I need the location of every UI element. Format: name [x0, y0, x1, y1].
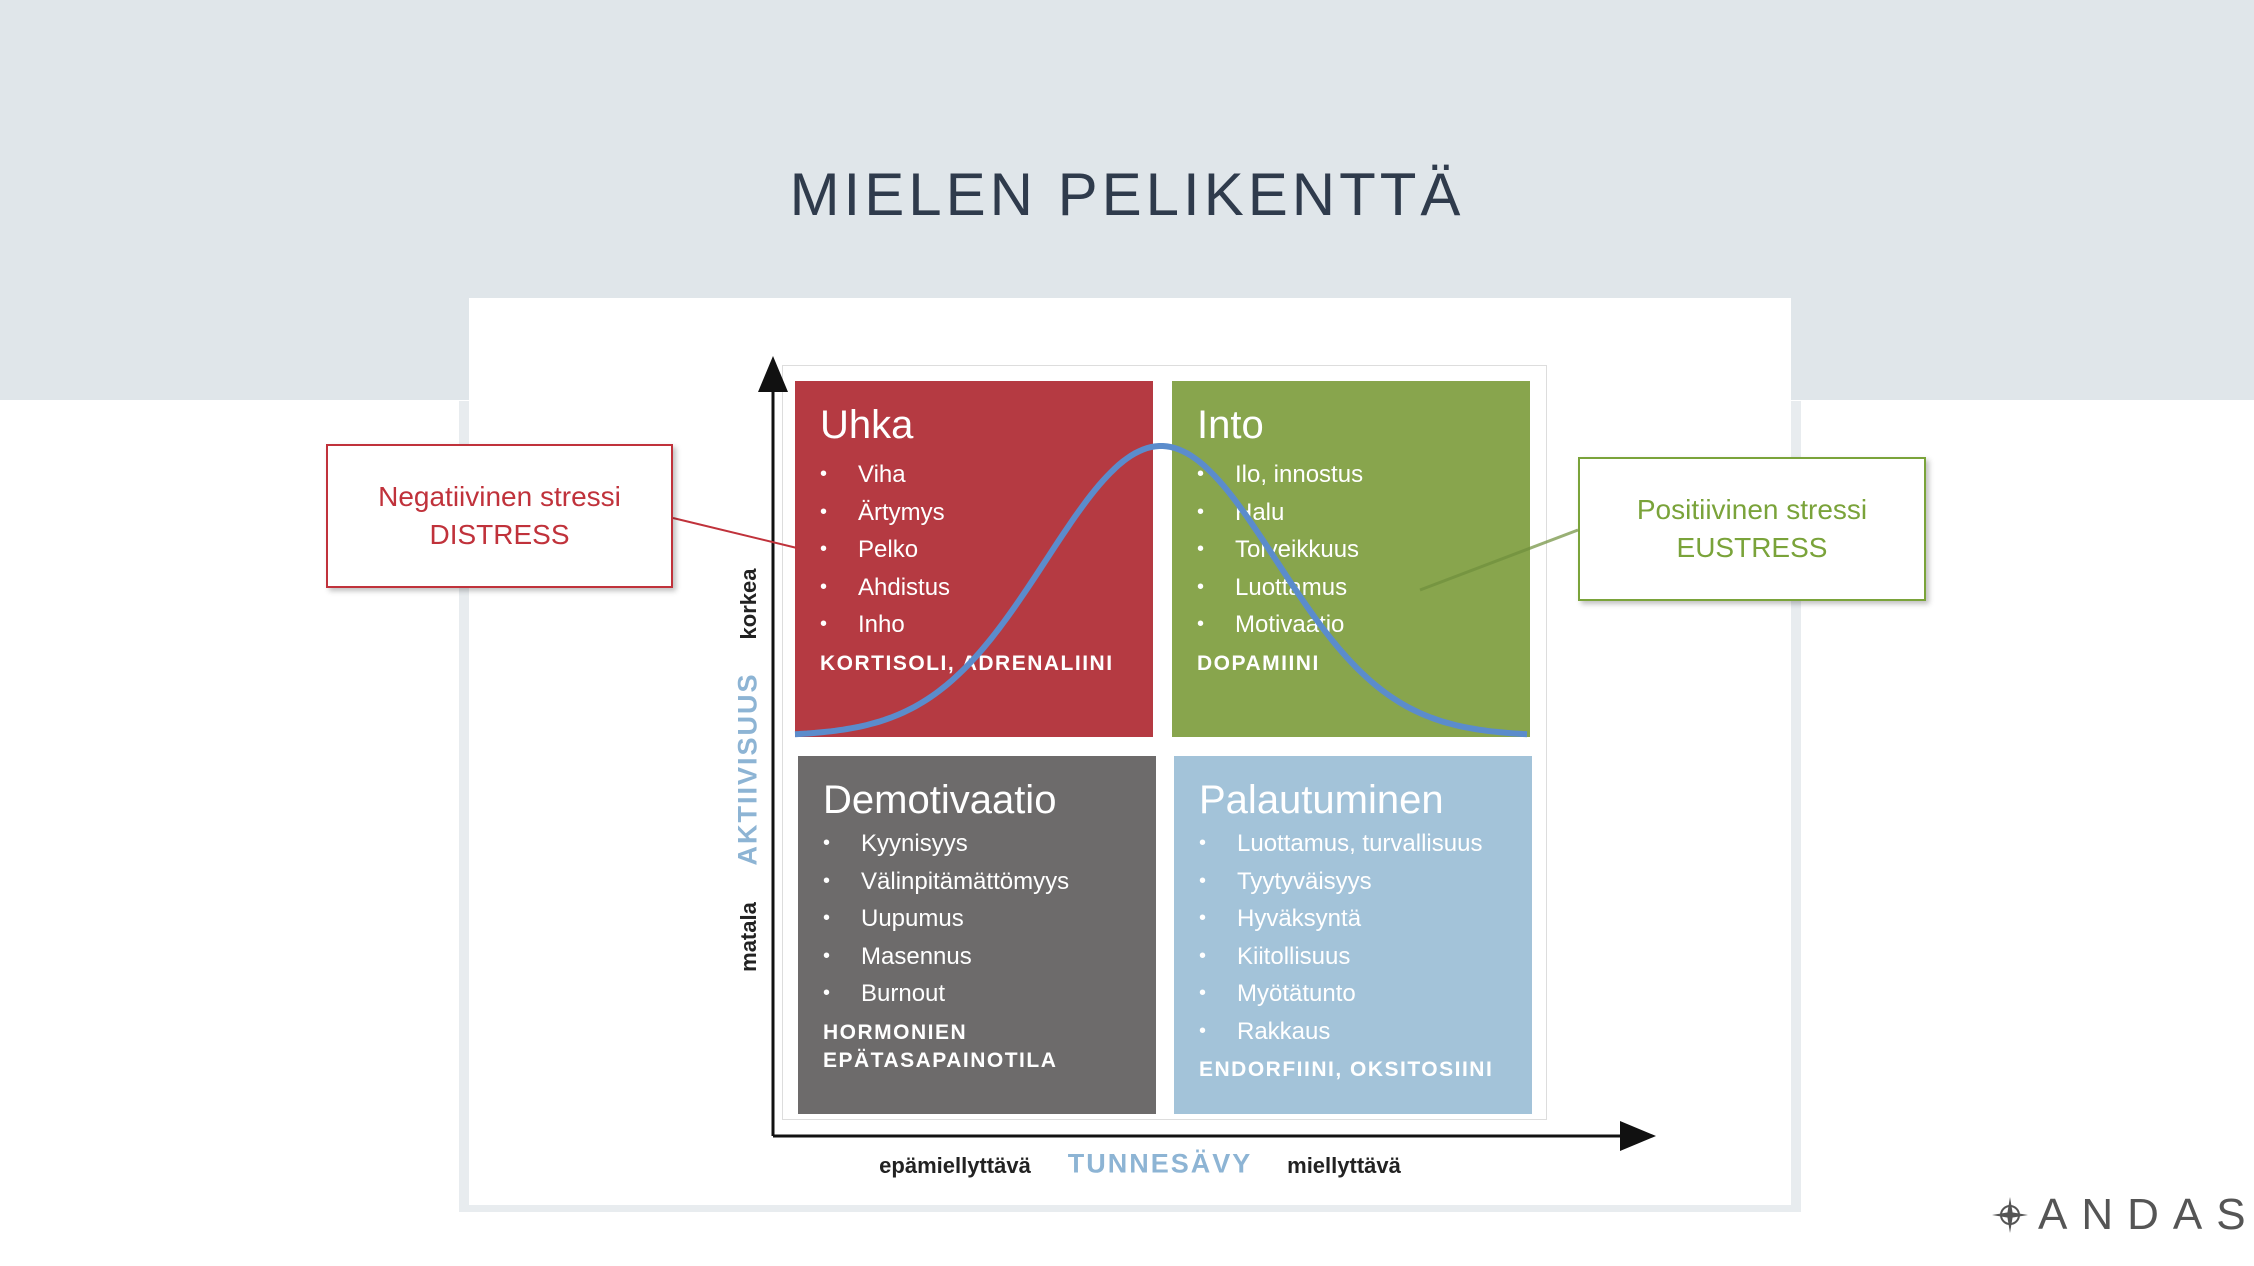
quadrant-list: KyynisyysVälinpitämättömyysUupumusMasenn…: [823, 825, 1131, 1013]
compass-icon: [1992, 1197, 2028, 1233]
quadrant-list: VihaÄrtymysPelkoAhdistusInho: [820, 456, 1128, 644]
eustress-line2: EUSTRESS: [1676, 532, 1828, 563]
quadrant-title: Palautuminen: [1199, 778, 1444, 822]
list-item: Myötätunto: [1199, 975, 1507, 1013]
quadrant-hormones: HORMONIEN EPÄTASAPAINOTILA: [823, 1020, 1058, 1072]
list-item: Masennus: [823, 938, 1131, 976]
list-item: Motivaatio: [1197, 606, 1505, 644]
list-item: Hyväksyntä: [1199, 900, 1507, 938]
quadrant-list: Luottamus, turvallisuusTyytyväisyysHyväk…: [1199, 825, 1507, 1050]
list-item: Rakkaus: [1199, 1013, 1507, 1051]
list-item: Viha: [820, 456, 1128, 494]
quadrant-hormones: DOPAMIINI: [1197, 651, 1320, 675]
logo-text: ANDAS: [2038, 1190, 2254, 1239]
list-item: Inho: [820, 606, 1128, 644]
diagram-frame: [782, 365, 1547, 1120]
quadrant-list: Ilo, innostusHaluToiveikkuusLuottamusMot…: [1197, 456, 1505, 644]
page-title: MIELEN PELIKENTTÄ: [789, 161, 1465, 228]
eustress-line1: Positiivinen stressi: [1636, 494, 1868, 525]
list-item: Ilo, innostus: [1197, 456, 1505, 494]
list-item: Halu: [1197, 494, 1505, 532]
list-item: Uupumus: [823, 900, 1131, 938]
list-item: Ahdistus: [820, 569, 1128, 607]
x-high-label: miellyttävä: [1287, 1153, 1401, 1178]
quadrant-hormones: ENDORFIINI, OKSITOSIINI: [1199, 1058, 1494, 1081]
y-axis-title: AKTIIVISUUS: [732, 672, 763, 866]
quadrant-into: IntoIlo, innostusHaluToiveikkuusLuottamu…: [1172, 381, 1530, 737]
x-axis-title: TUNNESÄVY: [1067, 1148, 1253, 1179]
quadrant-palautuminen: PalautuminenLuottamus, turvallisuusTyyty…: [1174, 756, 1532, 1114]
distress-callout: Negatiivinen stressi DISTRESS: [326, 444, 673, 588]
quadrant-uhka: UhkaVihaÄrtymysPelkoAhdistusInhoKORTISOL…: [795, 381, 1153, 737]
list-item: Burnout: [823, 975, 1131, 1013]
list-item: Välinpitämättömyys: [823, 863, 1131, 901]
distress-line2: DISTRESS: [429, 519, 570, 550]
list-item: Kyynisyys: [823, 825, 1131, 863]
y-high-label: korkea: [736, 568, 761, 640]
list-item: Pelko: [820, 531, 1128, 569]
eustress-callout: Positiivinen stressi EUSTRESS: [1578, 457, 1926, 601]
list-item: Luottamus, turvallisuus: [1199, 825, 1507, 863]
quadrant-title: Into: [1197, 403, 1264, 447]
list-item: Ärtymys: [820, 494, 1128, 532]
list-item: Kiitollisuus: [1199, 938, 1507, 976]
list-item: Tyytyväisyys: [1199, 863, 1507, 901]
quadrant-hormones: KORTISOLI, ADRENALIINI: [820, 651, 1114, 675]
x-low-label: epämiellyttävä: [879, 1153, 1031, 1178]
y-low-label: matala: [736, 902, 761, 972]
list-item: Luottamus: [1197, 569, 1505, 607]
distress-line1: Negatiivinen stressi: [378, 481, 621, 512]
andas-logo: ANDAS: [1990, 1190, 2254, 1240]
list-item: Toiveikkuus: [1197, 531, 1505, 569]
quadrant-title: Uhka: [820, 403, 914, 447]
quadrant-title: Demotivaatio: [823, 778, 1057, 822]
quadrant-demotivaatio: DemotivaatioKyynisyysVälinpitämättömyysU…: [798, 756, 1156, 1114]
